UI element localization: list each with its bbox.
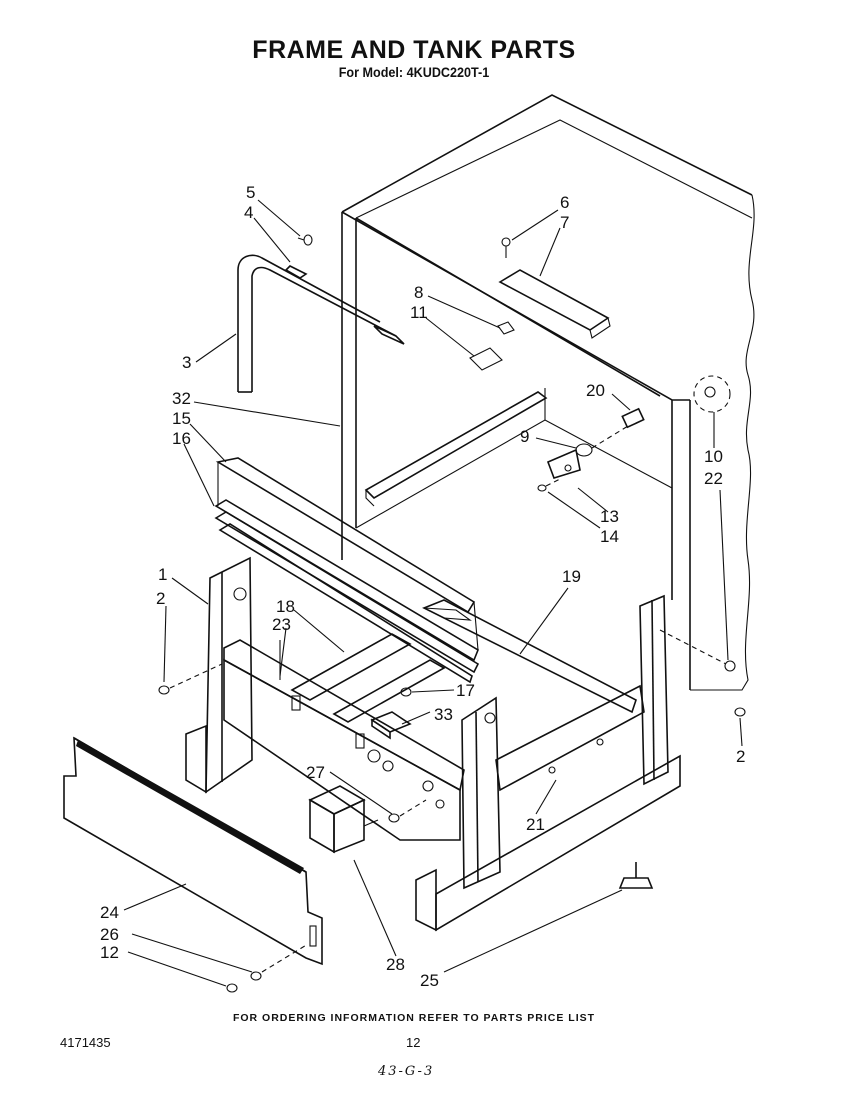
callout-15: 15 xyxy=(172,409,191,428)
part-13-bracket xyxy=(546,448,581,479)
callout-14: 14 xyxy=(600,527,619,546)
callout-6: 6 xyxy=(560,193,569,212)
callout-16: 16 xyxy=(172,429,191,448)
ordering-info-note: FOR ORDERING INFORMATION REFER TO PARTS … xyxy=(232,1012,596,1024)
handwritten-code: 43-G-3 xyxy=(378,1064,435,1079)
part-21-lower-rail xyxy=(495,684,645,792)
part-3-side-channel xyxy=(237,254,405,393)
callout-19: 19 xyxy=(562,567,581,586)
callout-11: 11 xyxy=(410,303,428,322)
callout-24: 24 xyxy=(100,903,119,922)
callout-25: 25 xyxy=(420,971,439,990)
right-front-leg xyxy=(461,696,501,890)
page-number: 12 xyxy=(406,1035,421,1050)
callout-4: 4 xyxy=(244,203,253,222)
part-19-center-rail xyxy=(422,599,637,714)
callout-28: 28 xyxy=(386,955,405,974)
tank-body xyxy=(341,94,755,691)
small-fasteners xyxy=(158,375,746,993)
callout-26: 26 xyxy=(100,925,119,944)
callout-5: 5 xyxy=(246,183,255,202)
callout-22: 22 xyxy=(704,469,723,488)
callout-18: 18 xyxy=(276,597,295,616)
callout-21: 21 xyxy=(526,815,545,834)
callout-23: 23 xyxy=(272,615,291,634)
model-subtitle: For Model: 4KUDC220T-1 xyxy=(338,64,490,80)
callout-12: 12 xyxy=(100,943,119,962)
callout-numbers: 5 4 3 6 7 8 11 32 15 16 20 9 13 14 10 22… xyxy=(100,183,745,990)
callout-7: 7 xyxy=(560,213,569,232)
callout-8: 8 xyxy=(414,283,423,302)
part-28-component-box xyxy=(308,785,379,854)
callout-32: 32 xyxy=(172,389,191,408)
page-title: FRAME AND TANK PARTS xyxy=(252,36,576,64)
part-6-screw xyxy=(501,237,511,258)
callout-10: 10 xyxy=(704,447,723,466)
callout-33: 33 xyxy=(434,705,453,724)
callout-27: 27 xyxy=(306,763,325,782)
part-20-spacer xyxy=(621,407,645,429)
part-1-left-frame xyxy=(185,556,253,794)
callout-3: 3 xyxy=(182,353,191,372)
rear-crossbar xyxy=(364,391,548,507)
callout-17: 17 xyxy=(456,681,475,700)
part-15-16-front-rail xyxy=(214,457,480,684)
part-7-mounting-bracket xyxy=(498,269,611,339)
part-33-pad xyxy=(370,711,412,740)
callout-13: 13 xyxy=(600,507,619,526)
part-5-screw xyxy=(297,234,313,246)
callout-leaders xyxy=(123,199,743,987)
base-plate xyxy=(415,754,681,932)
part-11-clip xyxy=(469,347,503,371)
right-rear-leg xyxy=(639,594,669,786)
part-14-screw xyxy=(537,477,563,492)
part-24-toe-panel xyxy=(63,736,323,966)
part-8-clip xyxy=(497,321,515,335)
part-25-leveling-leg xyxy=(618,862,654,889)
callout-20: 20 xyxy=(586,381,605,400)
document-number: 4171435 xyxy=(60,1035,111,1050)
callout-1: 1 xyxy=(158,565,167,584)
callout-2-right: 2 xyxy=(736,747,745,766)
callout-9: 9 xyxy=(520,427,529,446)
callout-2-left: 2 xyxy=(156,589,165,608)
